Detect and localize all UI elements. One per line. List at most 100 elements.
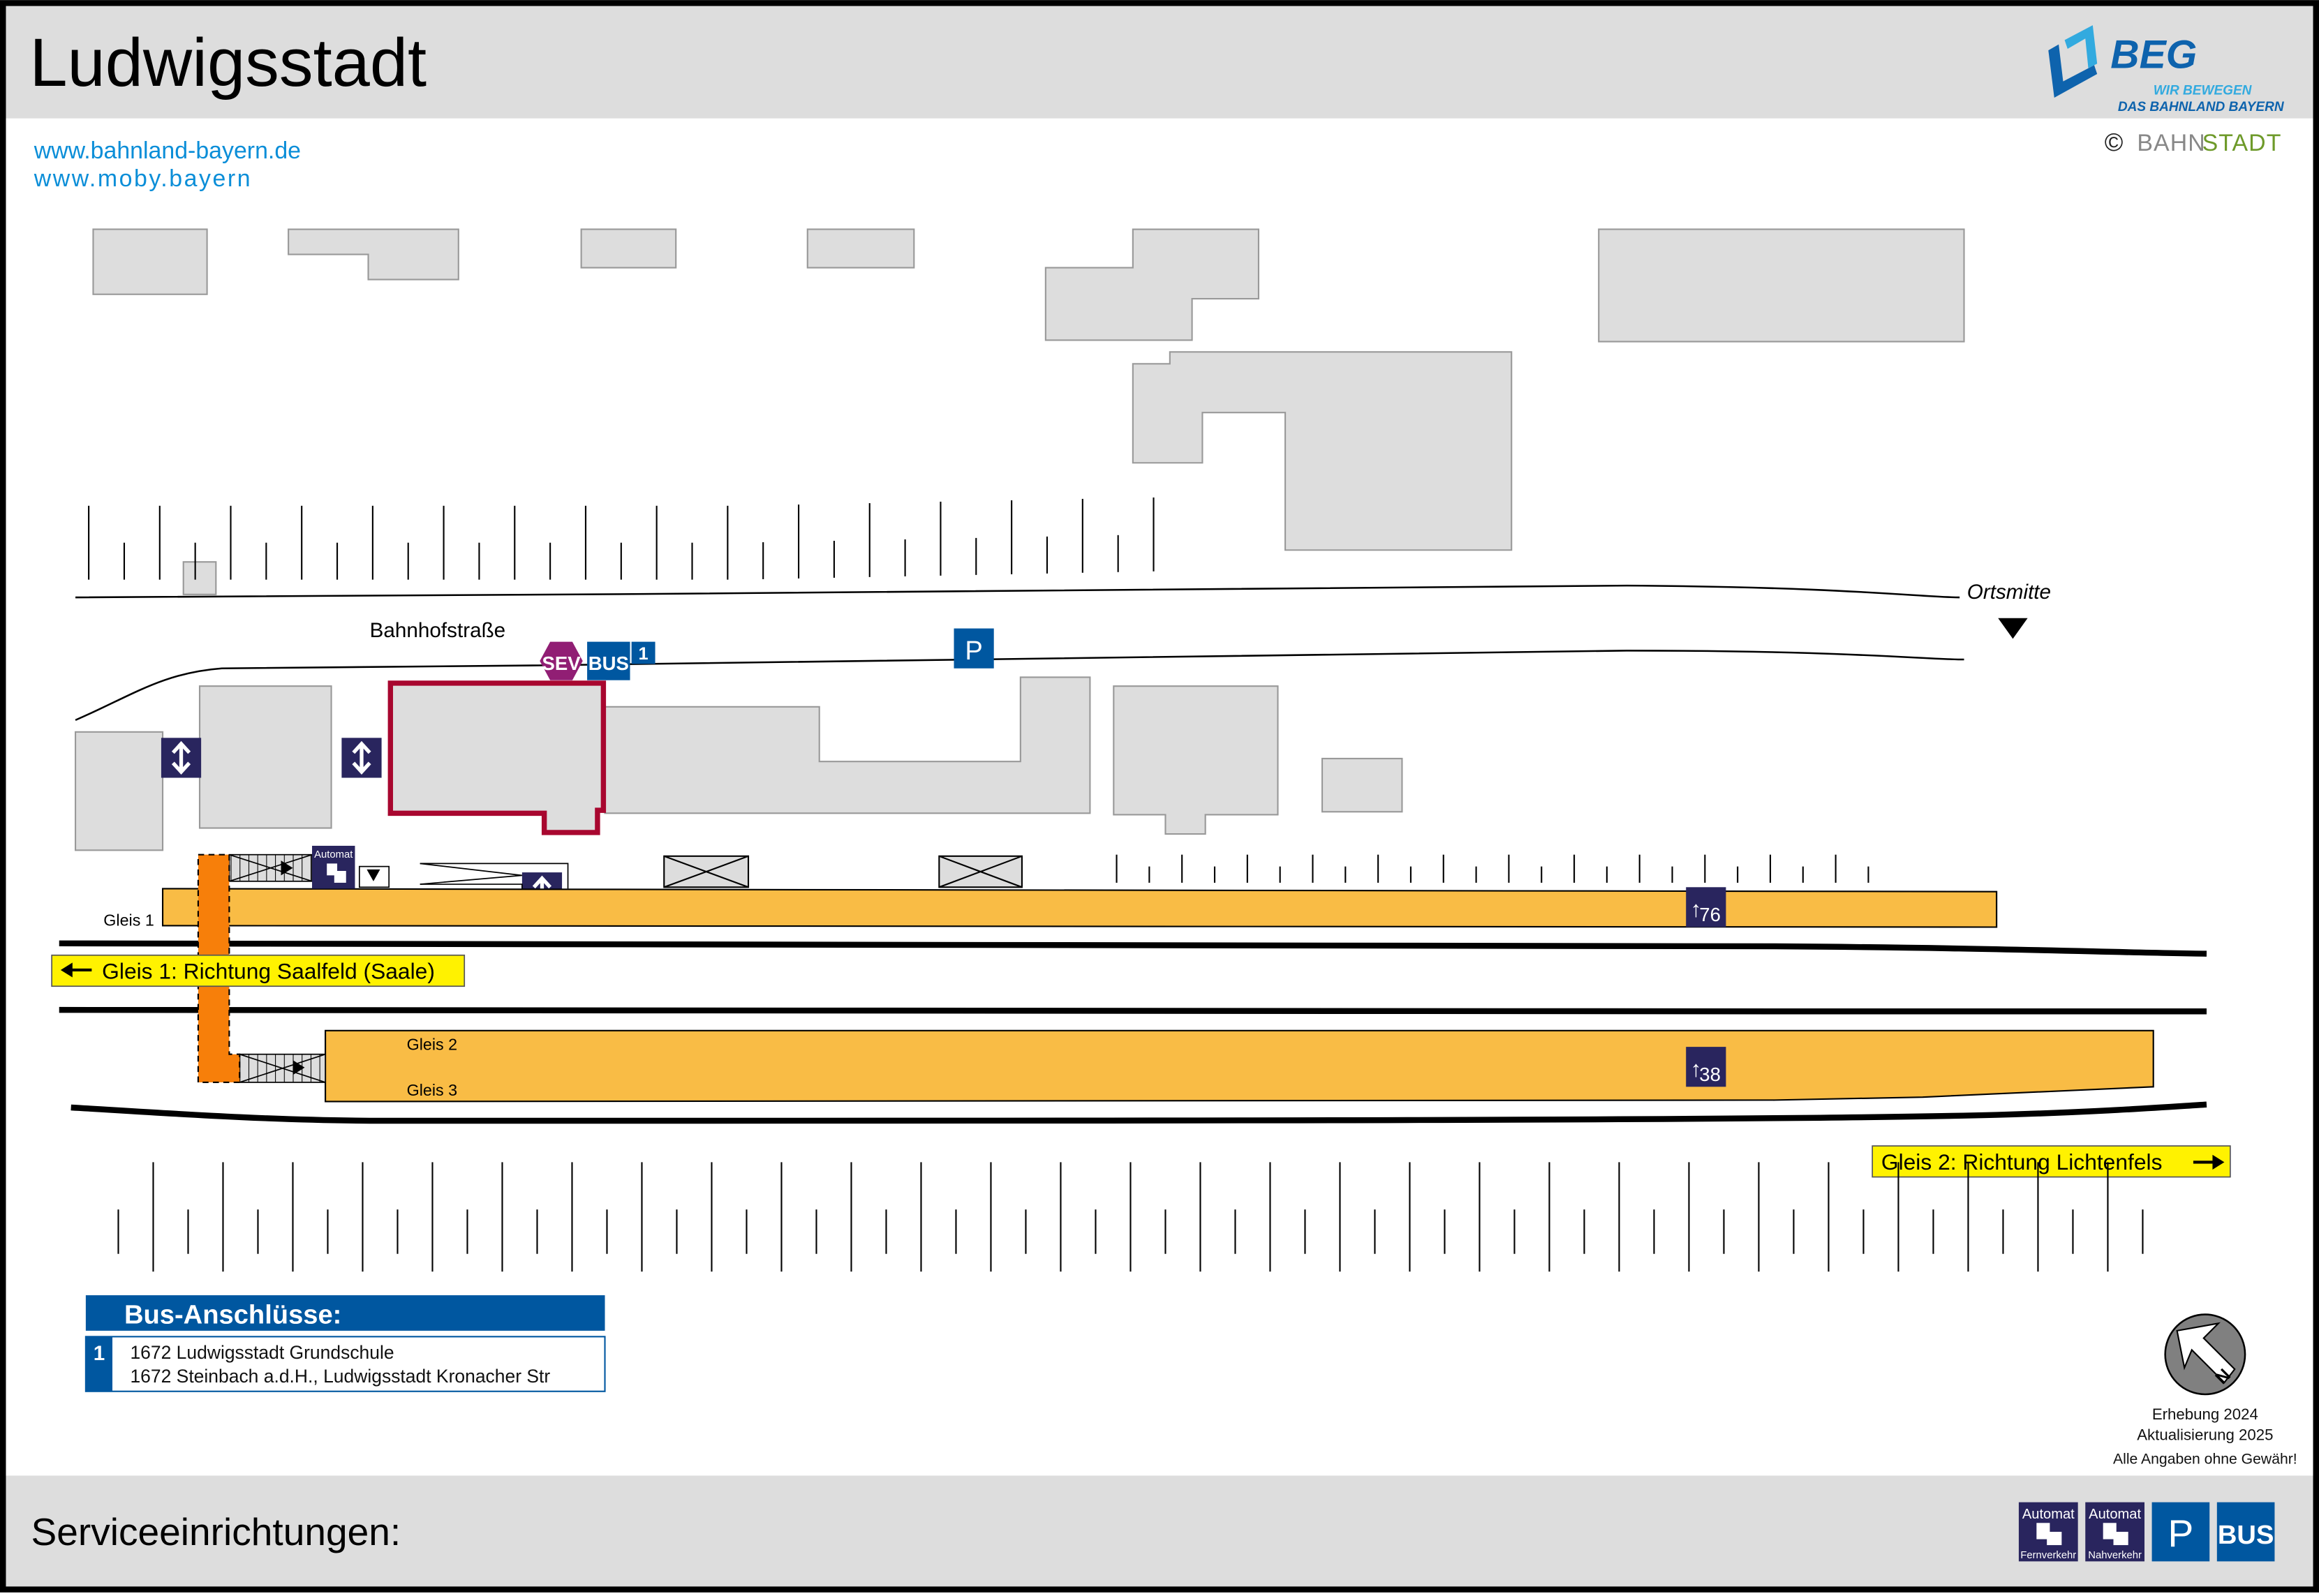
platform-length-gleis-1: 76 — [1699, 904, 1721, 925]
track-1 — [59, 940, 2207, 957]
stairs-cross — [229, 853, 313, 882]
direction-arrow-icon — [1998, 618, 2028, 639]
bus-stop-number-badge — [631, 641, 655, 664]
service-label: BUS — [2218, 1520, 2274, 1550]
up-arrow-icon: ↑ — [1691, 897, 1702, 922]
direction-label-gleis-1: Gleis 1: Richtung Saalfeld (Saale) — [51, 954, 466, 987]
platform-length-sign-gleis-1: ↑ 76 — [1686, 887, 1726, 927]
direction-label-ortsmitte: Ortsmitte — [1967, 581, 2051, 604]
stairs-arrow-icon — [281, 860, 293, 876]
service-ticket-machine-long-distance: Automat Fernverkehr — [2018, 1502, 2078, 1562]
survey-date: Erhebung 2024 — [2152, 1405, 2258, 1423]
building — [92, 228, 208, 295]
service-bus: BUS — [2216, 1502, 2275, 1562]
stairs-cross — [239, 1053, 326, 1083]
service-ticket-machine-regional: Automat Nahverkehr — [2085, 1502, 2145, 1562]
service-sublabel: Nahverkehr — [2088, 1550, 2142, 1561]
services-title: Serviceeinrichtungen: — [31, 1510, 401, 1553]
link-bahnland[interactable]: www.bahnland-bayern.de — [34, 137, 301, 164]
direction-label-gleis-2: Gleis 2: Richtung Lichtenfels — [1872, 1145, 2231, 1178]
direction-text-saalfeld: Gleis 1: Richtung Saalfeld (Saale) — [102, 959, 435, 984]
beg-tagline-2: DAS BAHNLAND BAYERN — [2118, 100, 2285, 114]
ticket-icon — [334, 870, 346, 883]
track-3 — [71, 1101, 2207, 1124]
page-title: Ludwigsstadt — [29, 24, 427, 100]
length-sign-icon — [1686, 1047, 1726, 1087]
station-building[interactable] — [387, 680, 607, 835]
link-moby[interactable]: www.moby.bayern — [34, 165, 252, 192]
sev-icon — [540, 641, 583, 680]
north-arrow-icon — [2176, 1322, 2236, 1384]
bus-stop[interactable]: BUS 1 — [587, 641, 655, 680]
bus-stop-badge — [85, 1336, 113, 1392]
building — [74, 731, 164, 851]
bus-stop-number: 1 — [639, 644, 649, 664]
fence-posts-lower — [117, 1162, 2144, 1272]
service-label: P — [2168, 1512, 2194, 1555]
building — [806, 228, 915, 269]
building — [604, 676, 1091, 814]
building — [1321, 757, 1403, 813]
fence-posts-platform — [1116, 854, 1869, 883]
validator-arrow-icon — [366, 869, 380, 881]
bus-icon — [2216, 1502, 2275, 1562]
disclaimer: Alle Angaben ohne Gewähr! — [2113, 1452, 2297, 1468]
building — [580, 228, 677, 269]
footer-band — [3, 1475, 2316, 1590]
platform-length-sign-gleis-2: ↑ 38 — [1686, 1047, 1726, 1087]
ramp[interactable] — [420, 863, 569, 889]
copyright-stadt: STADT — [2202, 130, 2282, 156]
up-down-arrow-icon — [171, 740, 191, 775]
platform-gleis-1[interactable] — [161, 888, 1998, 928]
parking-sign[interactable]: P — [954, 628, 994, 669]
platform-label-gleis-3: Gleis 3 — [407, 1081, 458, 1099]
direction-label-box — [1872, 1145, 2231, 1178]
service-parking: P — [2151, 1502, 2210, 1562]
fence-posts-upper — [88, 497, 1155, 580]
sev-stop[interactable]: SEV — [540, 641, 583, 680]
validator-box — [358, 865, 390, 888]
update-date: Aktualisierung 2025 — [2137, 1426, 2273, 1444]
length-sign-icon — [1686, 887, 1726, 927]
direction-label-box — [51, 954, 466, 987]
platform-gleis-2-3[interactable] — [325, 1029, 2154, 1103]
ticket-machine[interactable]: Automat — [312, 845, 355, 889]
parking-label: P — [965, 636, 982, 666]
ticket-icon — [2036, 1523, 2050, 1539]
shelter-cross — [663, 855, 749, 888]
building — [1132, 351, 1513, 551]
ticket-icon — [2103, 1523, 2117, 1539]
up-arrow-icon: ↑ — [1691, 1056, 1702, 1081]
beg-logo-text: BEG — [2110, 33, 2197, 77]
parking-icon — [2151, 1502, 2210, 1562]
service-label: Automat — [2089, 1507, 2141, 1522]
track-2 — [59, 1006, 2207, 1015]
arrow-left-icon — [60, 962, 92, 978]
compass: N — [2164, 1313, 2246, 1396]
parking-icon — [954, 628, 994, 669]
copyright-symbol: © — [2105, 128, 2124, 156]
arrow-right-icon — [2193, 1154, 2225, 1170]
beg-tagline-1: WIR BEWEGEN — [2154, 84, 2253, 98]
platform-label-gleis-2: Gleis 2 — [407, 1035, 458, 1053]
platform-label-gleis-1: Gleis 1 — [103, 911, 154, 929]
ticket-machine-label: Automat — [314, 849, 353, 860]
bahnstadt-copyright: © BAHN STADT — [2105, 128, 2282, 156]
shelter-cross — [938, 855, 1023, 888]
ticket-icon — [2113, 1532, 2128, 1546]
building — [1598, 228, 1965, 343]
bus-connections-panel: Bus-Anschlüsse: 1 1672 Ludwigsstadt Grun… — [84, 1295, 606, 1392]
bus-label: BUS — [588, 652, 629, 674]
beg-logo-mark-bottom — [2048, 44, 2098, 98]
service-sublabel: Fernverkehr — [2020, 1550, 2076, 1561]
bus-connections-stop-number: 1 — [94, 1342, 105, 1365]
validator — [358, 865, 390, 888]
service-label: Automat — [2022, 1507, 2075, 1522]
ticket-icon — [2047, 1532, 2062, 1546]
building — [1044, 228, 1260, 341]
bus-connections-body — [84, 1336, 606, 1392]
ramp-outline — [420, 863, 569, 889]
building — [1113, 685, 1279, 835]
